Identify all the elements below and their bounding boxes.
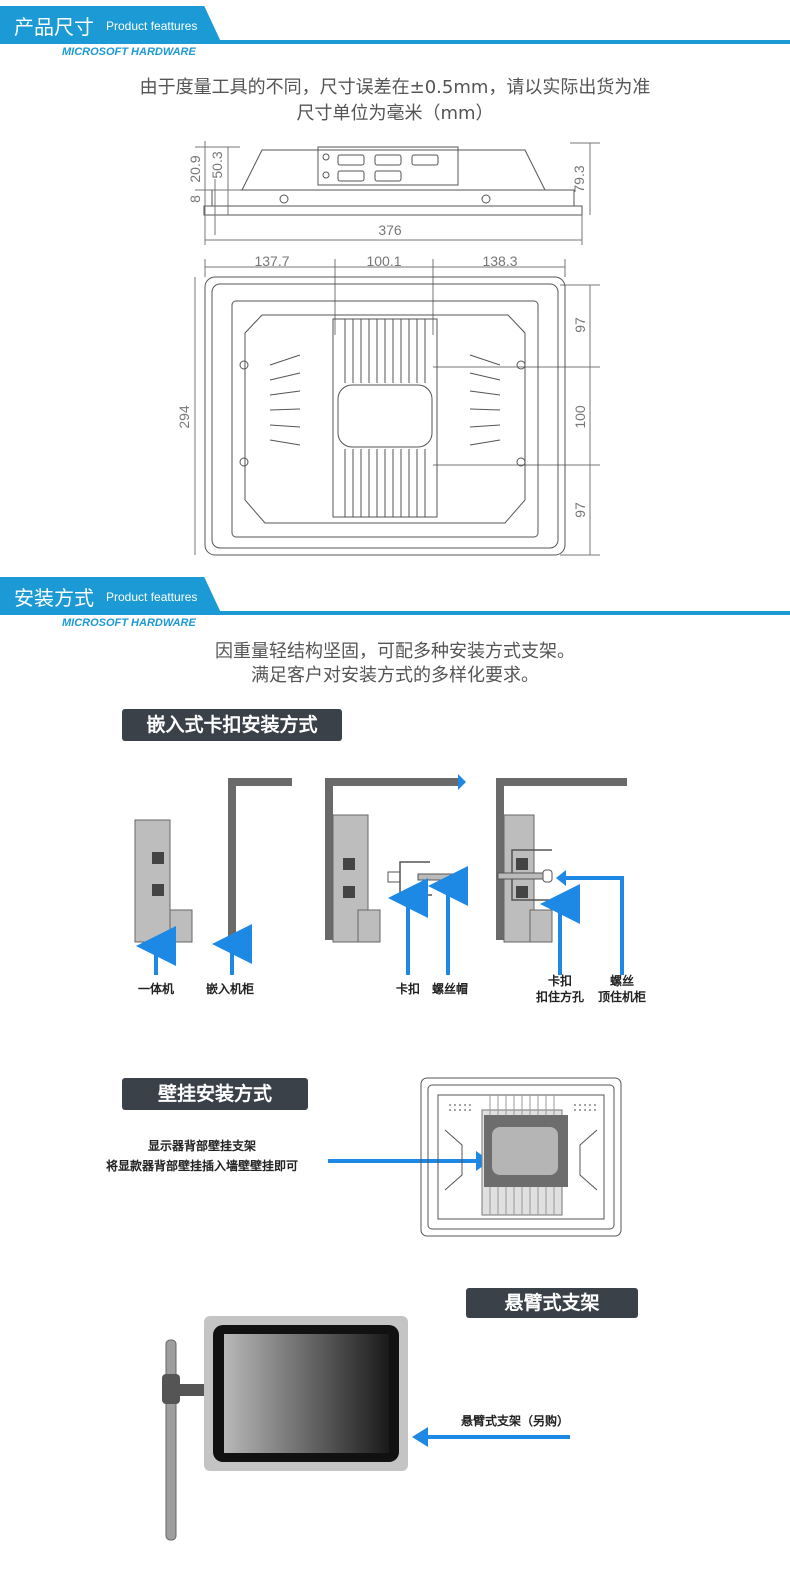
dim-side-left-3: 8 [187,195,203,203]
dim-height-total: 294 [176,405,192,429]
section-header-installation: 安装方式 Product feattures MICROSOFT HARDWAR… [0,577,790,629]
section-header-dimensions: 产品尺寸 Product feattures MICROSOFT HARDWAR… [0,6,790,58]
wall-mount-title: 壁挂安装方式 [122,1078,308,1110]
back-view-drawing: 137.7 100.1 138.3 294 97 100 97 [176,253,600,556]
embed-mount-diagram [134,774,627,975]
arm-mount-diagram [162,1316,570,1541]
dim-side-left-1: 20.9 [187,155,203,182]
label-unit: 一体机 [137,982,174,996]
install-note-line2: 满足客户对安装方式的多样化要求。 [251,665,539,686]
label-screw-line2: 顶住机柜 [597,990,646,1004]
section-tab [0,577,222,615]
section-subtitle: Product feattures [106,590,198,604]
label-screw-line1: 螺丝 [609,974,634,988]
side-view-drawing: 20.9 50.3 8 79.3 376 [187,141,600,245]
label-cabinet: 嵌入机柜 [205,982,254,996]
dim-side-width: 376 [378,222,402,238]
section-rule [200,611,790,615]
dim-right-3: 97 [572,502,588,518]
wall-mount-line2: 将显款器背部壁挂插入墙壁壁挂即可 [105,1159,298,1173]
wall-mount-line1: 显示器背部壁挂支架 [147,1139,256,1153]
install-note-line1: 因重量轻结构坚固，可配多种安装方式支架。 [215,641,575,662]
wall-mount-diagram [328,1077,622,1237]
brand-text: MICROSOFT HARDWARE [62,46,196,58]
label-clip2-line2: 扣住方孔 [535,990,584,1004]
label-clip2-line1: 卡扣 [547,974,572,988]
embed-mount-title: 嵌入式卡扣安装方式 [122,709,342,741]
section-title: 安装方式 [14,586,94,610]
label-screwcap: 螺丝帽 [431,982,468,996]
dim-side-right: 79.3 [571,165,587,192]
dimension-note-line1: 由于度量工具的不同，尺寸误差在±0.5mm，请以实际出货为准 [139,77,651,98]
dim-top-1: 137.7 [254,253,289,269]
dim-top-3: 138.3 [482,253,517,269]
arm-mount-title: 悬臂式支架 [466,1288,638,1318]
dimension-note-line2: 尺寸单位为毫米（mm） [296,103,494,124]
dim-side-left-2: 50.3 [209,151,225,178]
section-title: 产品尺寸 [14,15,94,39]
label-clip: 卡扣 [395,982,420,996]
dim-right-2: 100 [572,405,588,429]
section-tab [0,6,222,44]
section-rule [200,40,790,44]
brand-text: MICROSOFT HARDWARE [62,617,196,629]
section-subtitle: Product feattures [106,19,198,33]
dim-right-1: 97 [572,317,588,333]
dim-top-2: 100.1 [366,253,401,269]
arm-mount-label: 悬臂式支架（另购） [460,1414,569,1428]
